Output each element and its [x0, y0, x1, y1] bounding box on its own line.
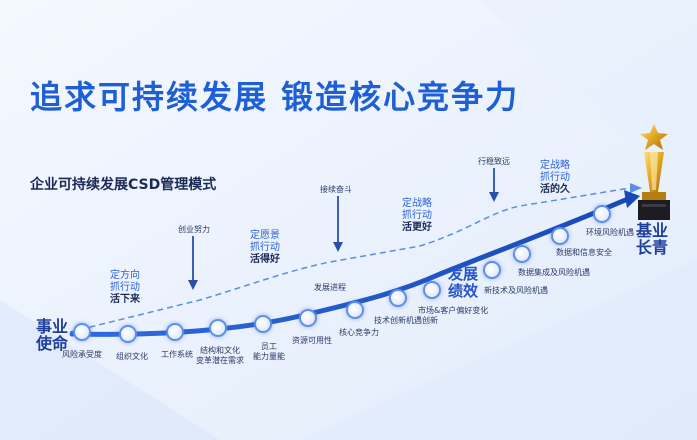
curve-node: [423, 281, 441, 299]
curve-node: [119, 325, 137, 343]
performance-label: 发展 绩效: [448, 265, 479, 300]
node-label: 数据和信息安全: [556, 248, 612, 257]
curve-node: [389, 289, 407, 307]
node-label: 数据集成及风险机遇: [518, 268, 590, 277]
page-title: 追求可持续发展 锻造核心竞争力: [30, 78, 520, 116]
stage-live-long: 定战略 抓行动 活的久: [540, 160, 570, 195]
node-label: 市场&客户偏好变化: [418, 306, 489, 315]
evergreen-label: 基业 长青: [636, 221, 669, 257]
stage-live-well: 定愿景 抓行动 活得好: [250, 230, 280, 265]
node-label: 组织文化: [116, 352, 148, 361]
main-development-curve: [69, 195, 633, 337]
node-label: 结构和文化 变革潜在需求: [196, 346, 244, 365]
node-label: 资源可用性: [292, 336, 332, 345]
node-label: 新技术及风险机遇: [484, 286, 548, 295]
node-label: 环境风险机遇: [586, 228, 634, 237]
curve-node: [346, 301, 364, 319]
trophy-icon: [638, 124, 670, 220]
curve-node: [299, 309, 317, 327]
curve-node: [209, 319, 227, 337]
curve-node: [483, 261, 501, 279]
curve-node: [551, 227, 569, 245]
node-label: 风险承受度: [62, 350, 102, 359]
node-label: 工作系统: [161, 350, 193, 359]
curve-node: [73, 323, 91, 341]
annotation-startup-effort: 创业努力: [178, 225, 210, 234]
annotation-continuous-struggle: 接续奋斗: [320, 185, 352, 194]
curve-node: [593, 205, 611, 223]
curve-node: [166, 323, 184, 341]
process-label: 发展进程: [314, 283, 346, 292]
node-label: 员工 能力量能: [253, 342, 285, 361]
stage-survive: 定方向 抓行动 活下来: [110, 270, 140, 305]
node-label: 核心竞争力: [339, 328, 379, 337]
curve-node: [254, 315, 272, 333]
mission-label: 事业 使命: [36, 317, 69, 353]
annotation-steady-progress: 行稳致远: [478, 157, 510, 166]
node-label: 技术创新机遇创新: [374, 316, 438, 325]
dashed-strategy-curve: [69, 187, 631, 333]
model-subtitle: 企业可持续发展CSD管理模式: [30, 177, 217, 193]
stage-live-better: 定战略 抓行动 活更好: [402, 198, 432, 233]
annotation-arrows: [188, 168, 499, 290]
curve-node: [513, 245, 531, 263]
